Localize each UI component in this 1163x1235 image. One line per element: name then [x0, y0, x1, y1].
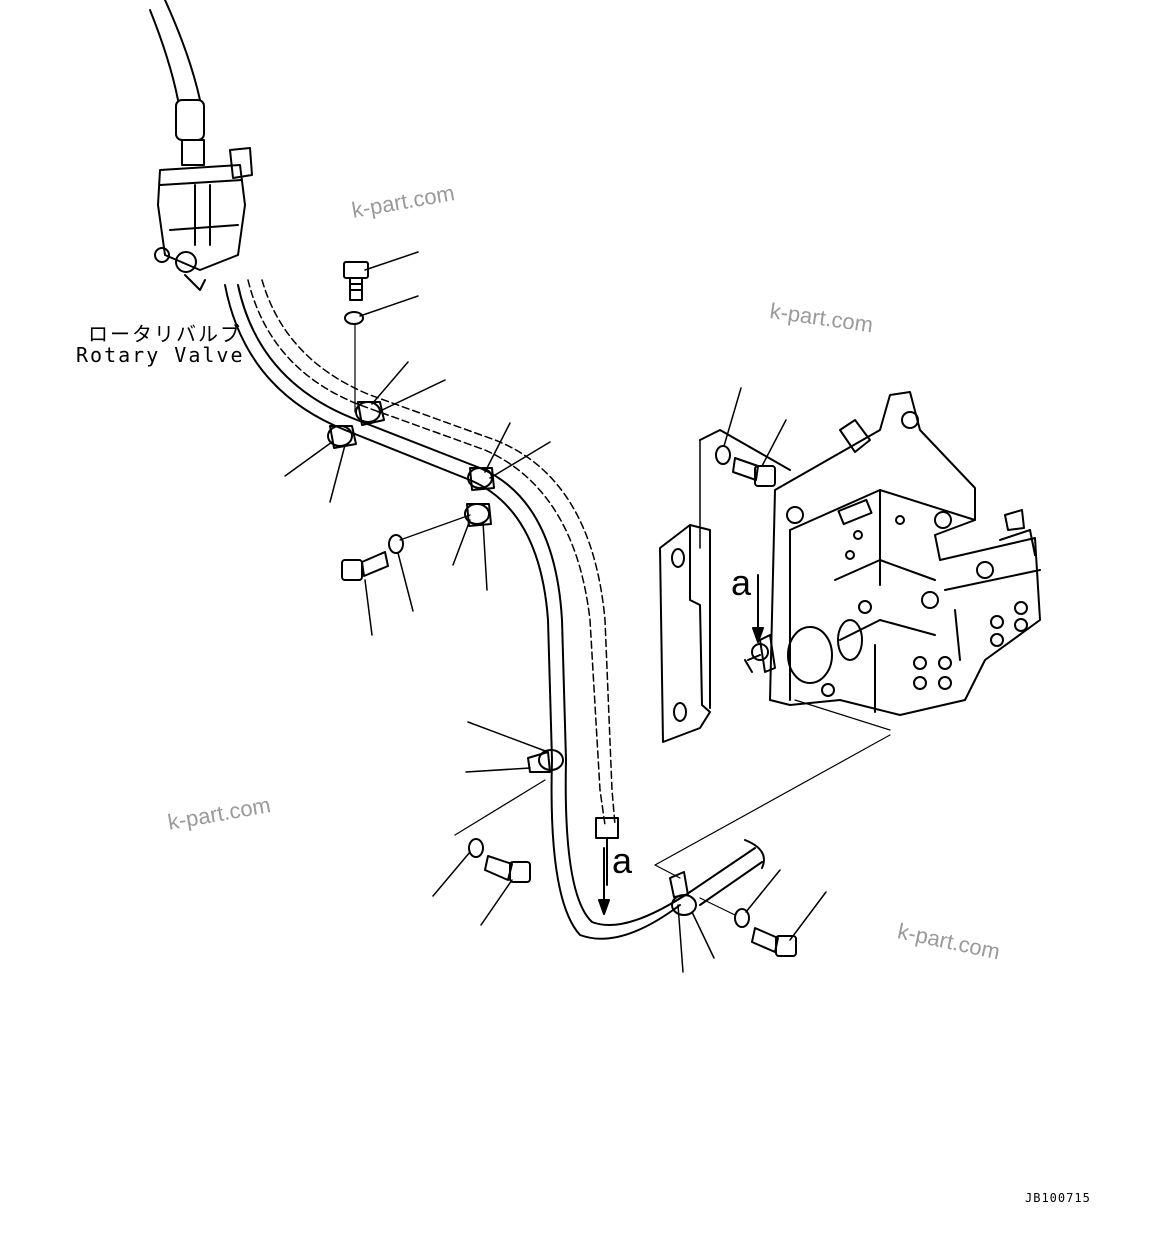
main-hose-a	[224, 284, 691, 940]
main-hose-b	[247, 279, 616, 826]
washer-mid-left	[388, 534, 404, 554]
rotary-valve-label-en: Rotary Valve	[76, 343, 245, 367]
washer-top	[344, 311, 364, 325]
pointer-a-upper	[752, 574, 764, 643]
bolt-lower-right	[751, 927, 797, 957]
washer-lower-left	[468, 838, 484, 858]
clamp-upper-2	[327, 425, 357, 449]
pointer-a-lower	[598, 847, 610, 915]
washer-upper-right	[715, 445, 731, 465]
bolt-upper-right	[732, 457, 776, 487]
leader-lines	[284, 251, 827, 973]
drawing-code: JB100715	[1025, 1191, 1091, 1205]
rotary-valve-body	[154, 99, 253, 291]
clamp-lower-2	[669, 871, 697, 916]
rotary-valve-label-jp: ロータリバルブ	[88, 322, 242, 346]
lower-right-hose-stub	[689, 839, 765, 906]
callout-a-upper: a	[731, 562, 752, 603]
control-valve	[654, 391, 1041, 879]
upper-hose	[149, 0, 201, 101]
clamp-lower-1	[527, 749, 564, 773]
mounting-bracket	[659, 429, 791, 743]
bolt-top	[343, 261, 369, 301]
bolt-mid-left	[341, 551, 389, 581]
clamp-mid-1	[467, 467, 495, 491]
hose-fitting-end	[595, 817, 619, 886]
clamp-upper-1	[355, 401, 385, 426]
washer-lower-right	[734, 908, 750, 928]
callout-a-lower: a	[612, 840, 633, 881]
clamp-mid-2	[464, 503, 492, 527]
bolt-lower-left	[484, 855, 531, 883]
